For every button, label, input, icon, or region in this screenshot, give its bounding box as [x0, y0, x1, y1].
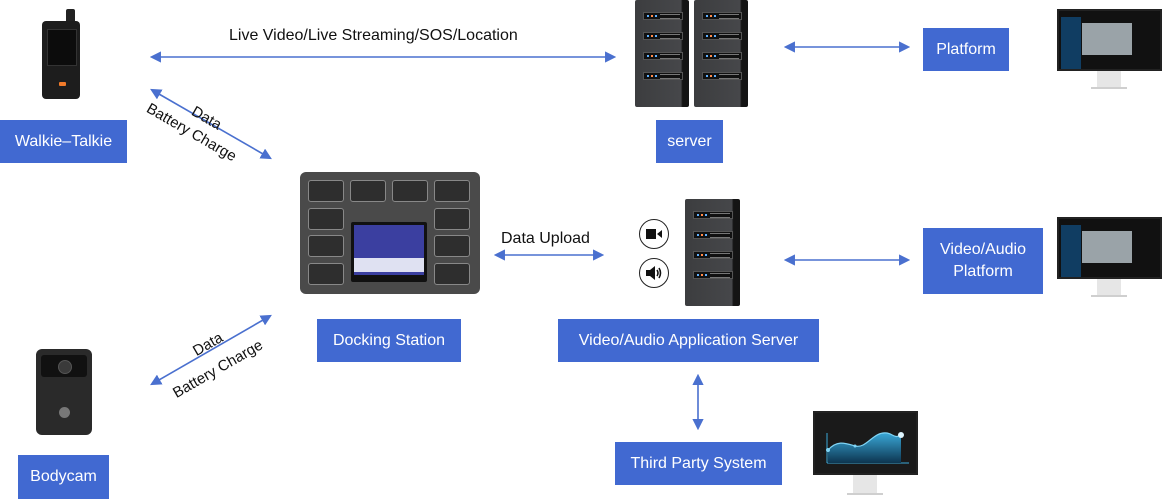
node-platform: Platform: [923, 28, 1009, 71]
node-walkie-talkie: Walkie–Talkie: [0, 120, 127, 163]
bodycam-icon: [36, 349, 92, 435]
node-server: server: [656, 120, 723, 163]
arrow-bodycam-dock: [150, 314, 272, 386]
speaker-icon: [639, 258, 669, 288]
node-va-application-server: Video/Audio Application Server: [558, 319, 819, 362]
node-docking-station: Docking Station: [317, 319, 461, 362]
node-bodycam: Bodycam: [18, 455, 109, 499]
walkie-talkie-icon: [40, 9, 84, 99]
server-rack-icon: [694, 0, 748, 107]
server-rack-icon: [635, 0, 689, 107]
video-camera-icon: [639, 219, 669, 249]
label-data-upload: Data Upload: [501, 230, 590, 247]
node-va-platform: Video/Audio Platform: [923, 228, 1043, 294]
va-server-rack-icon: [685, 199, 740, 306]
node-third-party-system: Third Party System: [615, 442, 782, 485]
label-live-video: Live Video/Live Streaming/SOS/Location: [229, 27, 518, 44]
area-chart-icon: [826, 432, 909, 464]
va-platform-monitor-icon: [1057, 217, 1162, 299]
arrow-walkie-dock: [150, 88, 272, 160]
docking-station-icon: [300, 172, 480, 294]
platform-monitor-icon: [1057, 9, 1162, 91]
third-party-monitor-icon: [813, 411, 918, 499]
